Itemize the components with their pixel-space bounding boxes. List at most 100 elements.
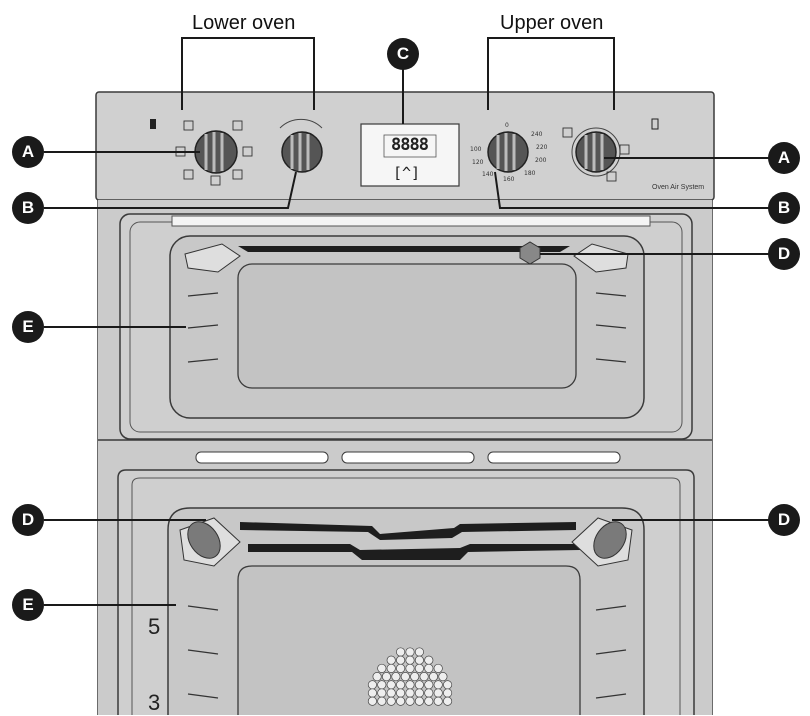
temp-mark: 100: [470, 146, 482, 153]
knob-lower-temperature[interactable]: [279, 118, 323, 173]
fan-grille-hole: [414, 663, 424, 673]
fan-grille-hole: [414, 655, 424, 665]
fan-grille-hole: [405, 688, 415, 698]
lower-left-light: [187, 521, 221, 559]
callout-d-upper: D: [768, 238, 800, 270]
fan-grille-hole: [424, 688, 434, 698]
temp-mark: 140: [482, 171, 494, 178]
fan-grille: [367, 647, 453, 706]
fan-grille-hole: [396, 655, 406, 665]
upper-door-top-strip: [171, 215, 651, 227]
callout-a-right: A: [768, 142, 800, 174]
lower-oven-title: Lower oven: [192, 12, 296, 34]
lower-shelf-runners: [187, 605, 627, 699]
upper-left-support: [184, 243, 241, 273]
fan-grille-hole: [405, 680, 415, 690]
knob-lower-function[interactable]: [194, 130, 238, 174]
fan-grille-hole: [424, 663, 434, 673]
brand-label: Oven Air System: [652, 184, 705, 191]
temp-mark: 200: [535, 157, 547, 164]
fan-grille-hole: [433, 663, 443, 673]
upper-right-support: [573, 243, 629, 273]
fan-grille-hole: [405, 663, 415, 673]
leader-lines: [44, 151, 770, 606]
temp-mark: 120: [472, 159, 484, 166]
fan-grille-hole: [386, 663, 396, 673]
upper-shelf-runners: [187, 292, 627, 363]
display-button[interactable]: [^]: [393, 164, 421, 182]
fan-grille-hole: [410, 672, 420, 682]
fan-grille-hole: [424, 655, 434, 665]
display-digits: 8888: [391, 135, 429, 155]
fan-grille-hole: [414, 688, 424, 698]
lower-door-inner-frame: [131, 477, 681, 715]
knob-upper-function[interactable]: [571, 127, 621, 177]
upper-oven-light: [519, 241, 541, 265]
lower-second-element: [248, 544, 580, 560]
fan-grille-hole: [405, 655, 415, 665]
callout-b-right: B: [768, 192, 800, 224]
fan-grille-hole: [400, 672, 410, 682]
fan-grille-hole: [381, 672, 392, 682]
lower-power-indicator: [150, 119, 156, 129]
rack-number: 3: [148, 690, 161, 715]
fan-grille-hole: [396, 688, 406, 698]
title-brackets: [181, 37, 615, 124]
fan-grille-hole: [433, 680, 443, 690]
fan-grille-hole: [396, 647, 406, 657]
fan-grille-hole: [443, 688, 453, 698]
fan-grille-hole: [372, 672, 382, 682]
fan-grille-hole: [386, 655, 396, 665]
fan-grille-hole: [377, 688, 387, 698]
fan-grille-hole: [443, 696, 453, 706]
upper-oven-title: Upper oven: [500, 12, 604, 34]
temp-mark: 180: [524, 170, 536, 177]
fan-grille-hole: [419, 672, 429, 682]
fan-grille-hole: [438, 672, 448, 682]
fan-grille-hole: [367, 688, 377, 698]
fan-grille-hole: [414, 696, 424, 706]
upper-power-indicator: [651, 118, 659, 130]
callout-d-lower-right: D: [768, 504, 800, 536]
temp-mark: 160: [503, 176, 515, 183]
display-window: [360, 123, 460, 187]
upper-oven-back-panel: [237, 263, 577, 389]
temp-mark: 220: [536, 144, 548, 151]
callout-a-left: A: [12, 136, 44, 168]
callout-d-lower-left: D: [12, 504, 44, 536]
fan-grille-hole: [424, 680, 434, 690]
knob-upper-temperature[interactable]: [487, 131, 529, 173]
fan-grille-hole: [433, 696, 443, 706]
fan-grille-hole: [396, 663, 406, 673]
fan-grille-hole: [414, 680, 424, 690]
lower-oven-back-panel: [237, 565, 581, 715]
lower-top-element: [240, 522, 576, 540]
fan-grille-hole: [377, 680, 387, 690]
fan-grille-hole: [405, 647, 415, 657]
fan-grille-hole: [424, 696, 434, 706]
fan-grille-hole: [428, 672, 439, 682]
fan-grille-hole: [391, 672, 401, 682]
lcd-frame: [383, 134, 437, 158]
fan-grille-hole: [443, 680, 453, 690]
upper-grill-element: [238, 246, 570, 252]
upper-function-symbols: [562, 127, 630, 182]
fan-grille-hole: [377, 696, 387, 706]
callout-e-lower: E: [12, 589, 44, 621]
fan-grille-hole: [386, 680, 396, 690]
fan-grille-hole: [386, 696, 396, 706]
callout-c: C: [387, 38, 419, 70]
temp-mark: 240: [531, 131, 543, 138]
fan-grille-hole: [377, 663, 387, 673]
fan-grille-hole: [386, 688, 396, 698]
callout-e-upper: E: [12, 311, 44, 343]
fan-grille-hole: [396, 696, 406, 706]
fan-grille-hole: [433, 688, 443, 698]
lower-right-light: [593, 521, 627, 559]
fan-grille-hole: [405, 696, 415, 706]
callout-b-left: B: [12, 192, 44, 224]
fan-grille-hole: [396, 680, 406, 690]
fan-grille-hole: [367, 680, 377, 690]
